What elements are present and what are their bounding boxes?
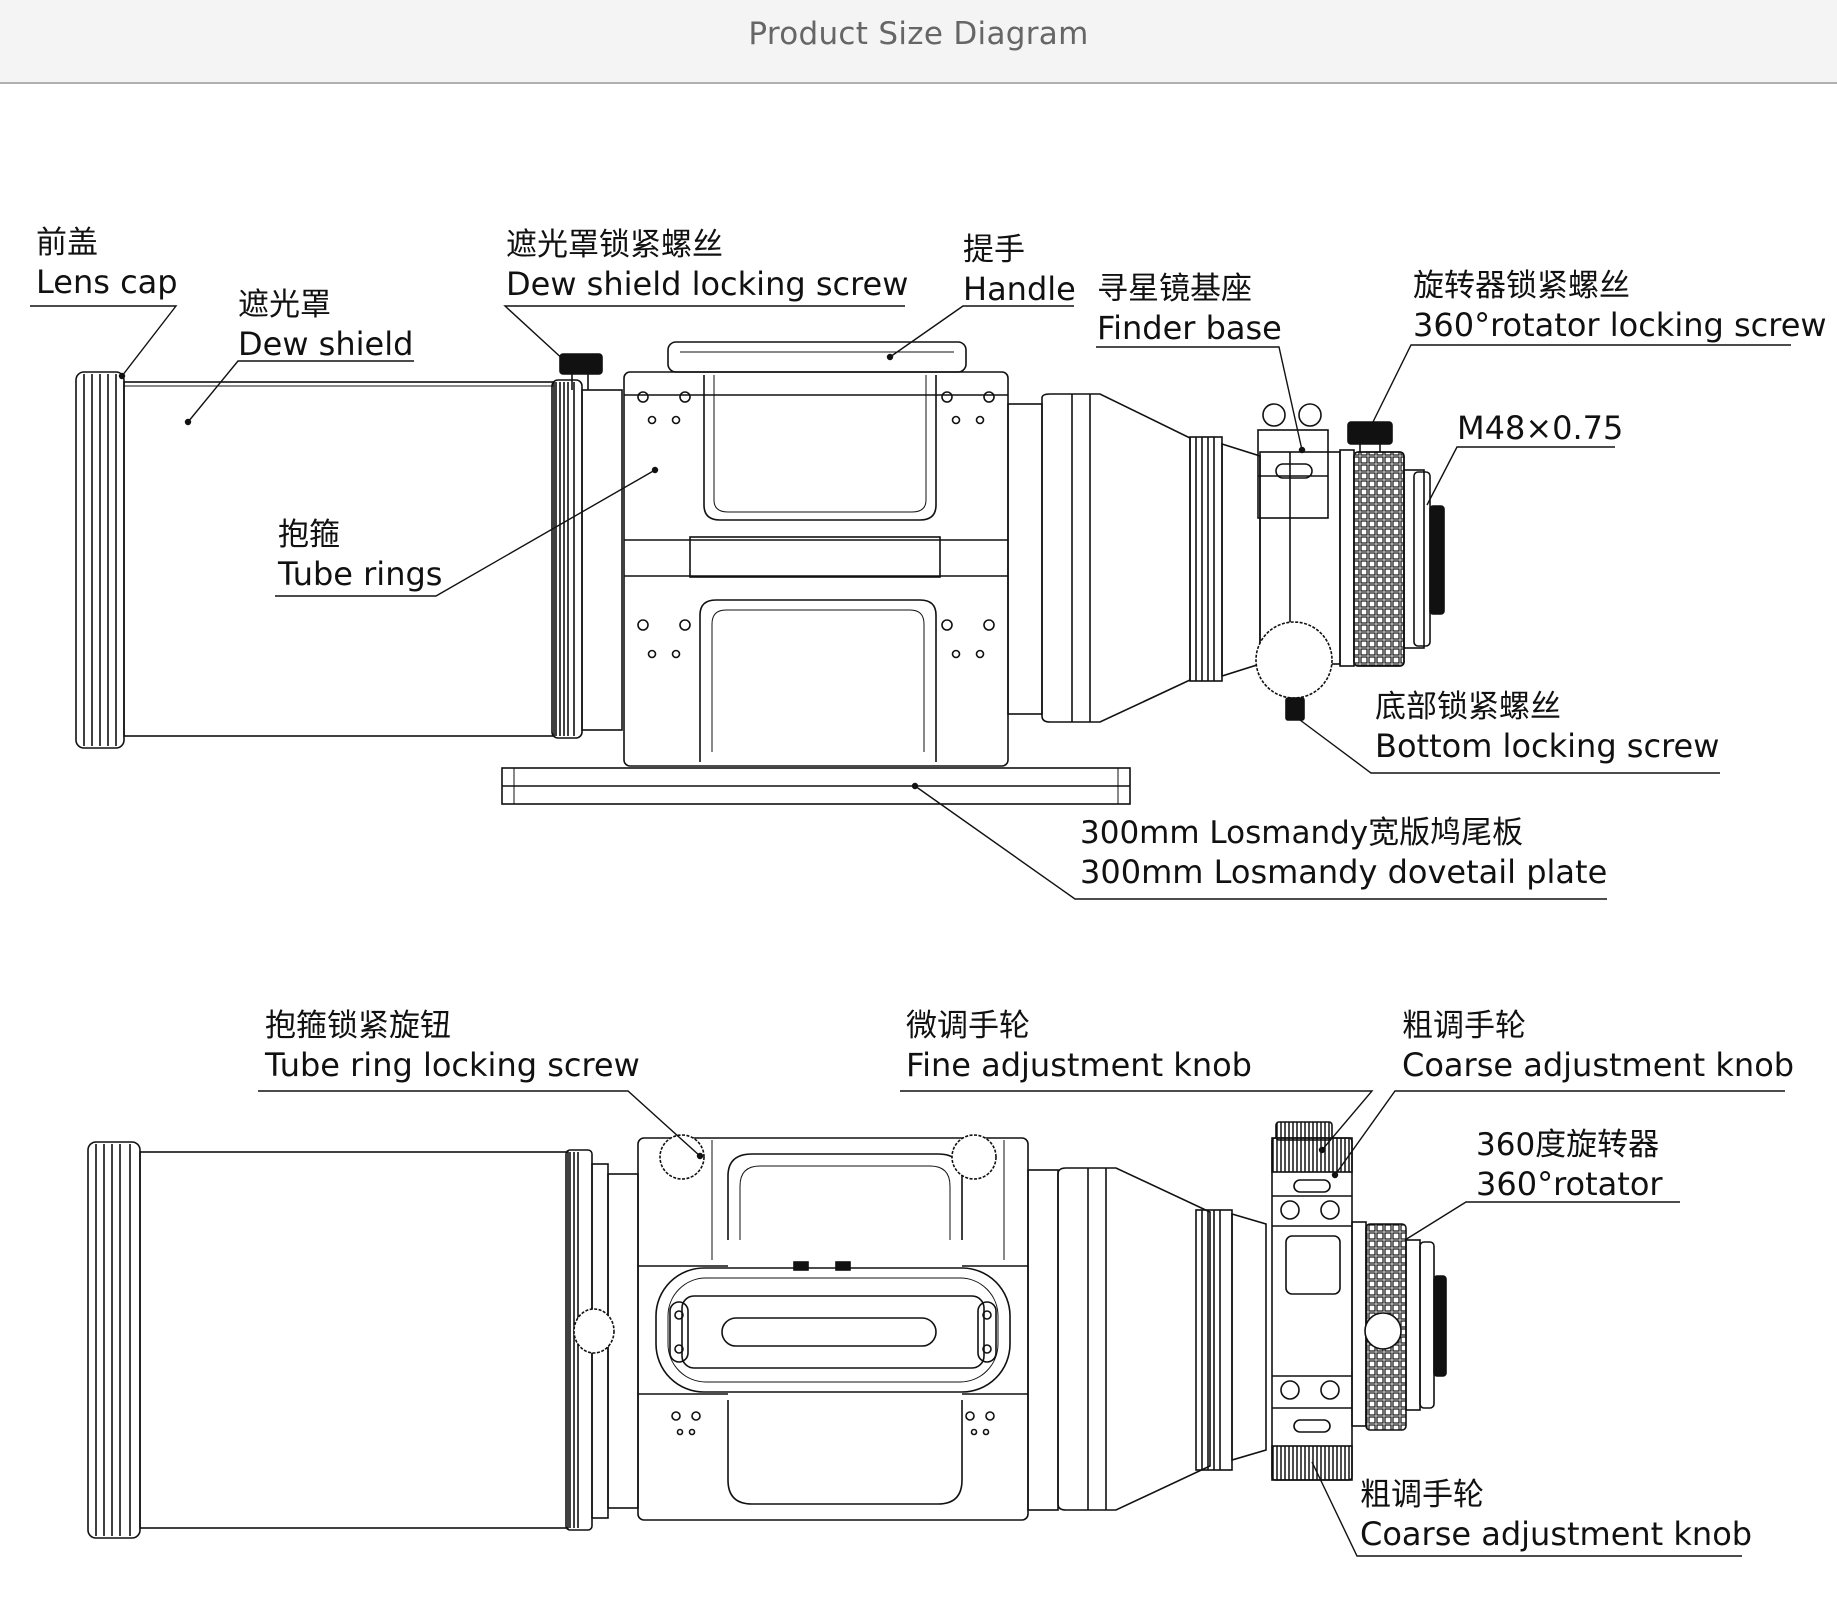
tube-rings-part: [623, 371, 1009, 767]
bottom-view-leaders: [258, 1090, 1785, 1557]
page-title: Product Size Diagram: [748, 16, 1089, 52]
label-en: Coarse adjustment knob: [1360, 1515, 1753, 1553]
leader-finder-base: [1096, 346, 1303, 451]
callout-tube-rings: 抱箍 Tube rings: [278, 517, 443, 593]
top-view-telescope: [75, 341, 1445, 805]
leader-m48: [1426, 446, 1615, 506]
label-en: M48×0.75: [1457, 409, 1624, 447]
label-cn: 抱箍: [278, 517, 340, 553]
callout-dew-shield-locking-screw: 遮光罩锁紧螺丝 Dew shield locking screw: [506, 227, 909, 303]
dovetail-plate-part: [501, 767, 1131, 805]
label-cn: 粗调手轮: [1402, 1008, 1526, 1044]
label-cn: 360度旋转器: [1476, 1127, 1660, 1163]
callout-fine-adjustment-knob: 微调手轮 Fine adjustment knob: [906, 1008, 1252, 1084]
leader-handle: [889, 305, 1074, 358]
callout-handle: 提手 Handle: [963, 232, 1076, 308]
focuser-body-2: [1057, 1167, 1267, 1511]
callout-rotator: 360度旋转器 360°rotator: [1476, 1127, 1663, 1203]
label-en: Tube rings: [278, 555, 443, 593]
callout-thread-spec: M48×0.75: [1457, 412, 1623, 444]
bottom-view-telescope: [87, 1121, 1447, 1539]
callout-dovetail-plate: 300mm Losmandy宽版鸠尾板 300mm Losmandy dovet…: [1080, 815, 1608, 891]
callout-lens-cap: 前盖 Lens cap: [36, 225, 178, 301]
label-en: Lens cap: [36, 263, 178, 301]
callout-finder-base: 寻星镜基座 Finder base: [1097, 271, 1282, 347]
callout-dew-shield: 遮光罩 Dew shield: [238, 287, 414, 363]
label-en: Tube ring locking screw: [265, 1046, 640, 1084]
rotator-part: [1347, 421, 1445, 667]
label-cn: 遮光罩锁紧螺丝: [506, 227, 723, 263]
label-en: Handle: [963, 270, 1076, 308]
label-cn: 遮光罩: [238, 287, 331, 323]
main-tube-2: [1027, 1169, 1059, 1511]
focuser-block-2: [1271, 1121, 1353, 1481]
label-en: 360°rotator locking screw: [1413, 306, 1827, 344]
leader-rotator-screw: [1369, 344, 1791, 429]
leader-coarse-knob-top: [1334, 1090, 1785, 1176]
leader-tube-ring-screw: [258, 1090, 701, 1157]
label-en: Coarse adjustment knob: [1402, 1046, 1795, 1084]
finder-base-part: [1257, 403, 1329, 519]
label-cn: 寻星镜基座: [1097, 271, 1252, 307]
label-cn: 抱箍锁紧旋钮: [265, 1008, 451, 1044]
leader-coarse-knob-bottom: [1311, 1461, 1742, 1557]
leader-dew-shield-screw: [503, 305, 905, 363]
label-en: Bottom locking screw: [1375, 727, 1720, 765]
label-cn: 旋转器锁紧螺丝: [1413, 268, 1630, 304]
top-view-leaders: [30, 305, 1791, 900]
label-cn: 300mm Losmandy宽版鸠尾板: [1080, 815, 1524, 851]
label-en: Finder base: [1097, 309, 1282, 347]
label-cn: 底部锁紧螺丝: [1375, 689, 1561, 725]
callout-bottom-locking-screw: 底部锁紧螺丝 Bottom locking screw: [1375, 689, 1720, 765]
rotator-part-2: [1351, 1221, 1447, 1431]
lens-cap-part-2: [87, 1141, 141, 1539]
label-cn: 提手: [963, 232, 1025, 268]
label-cn: 前盖: [36, 225, 98, 261]
dew-shield-part-2: [139, 1149, 639, 1531]
label-cn: 微调手轮: [906, 1008, 1030, 1044]
label-en: Dew shield locking screw: [506, 265, 909, 303]
callout-tube-ring-locking-screw: 抱箍锁紧旋钮 Tube ring locking screw: [265, 1008, 640, 1084]
main-tube: [1007, 403, 1043, 715]
page-header: Product Size Diagram: [0, 0, 1837, 84]
bottom-locking-knob: [1255, 621, 1333, 721]
leader-tube-rings: [275, 469, 656, 597]
lens-cap-part: [75, 371, 125, 749]
leader-dovetail: [914, 785, 1607, 900]
label-cn: 粗调手轮: [1360, 1477, 1484, 1513]
label-en: 300mm Losmandy dovetail plate: [1080, 853, 1608, 891]
label-en: 360°rotator: [1476, 1165, 1663, 1203]
leader-fine-knob: [900, 1090, 1374, 1151]
leader-dew-shield: [187, 360, 414, 423]
callout-coarse-adjustment-knob-top: 粗调手轮 Coarse adjustment knob: [1402, 1008, 1795, 1084]
dew-shield-part: [123, 353, 623, 739]
label-en: Fine adjustment knob: [906, 1046, 1252, 1084]
leader-lens-cap: [30, 305, 178, 377]
leader-rotator: [1404, 1201, 1680, 1241]
callout-coarse-adjustment-knob-bottom: 粗调手轮 Coarse adjustment knob: [1360, 1477, 1753, 1553]
label-en: Dew shield: [238, 325, 414, 363]
tube-rings-part-2: [637, 1134, 1029, 1521]
leader-bottom-screw: [1299, 719, 1720, 774]
handle-part: [667, 341, 967, 373]
callout-rotator-locking-screw: 旋转器锁紧螺丝 360°rotator locking screw: [1413, 268, 1827, 344]
